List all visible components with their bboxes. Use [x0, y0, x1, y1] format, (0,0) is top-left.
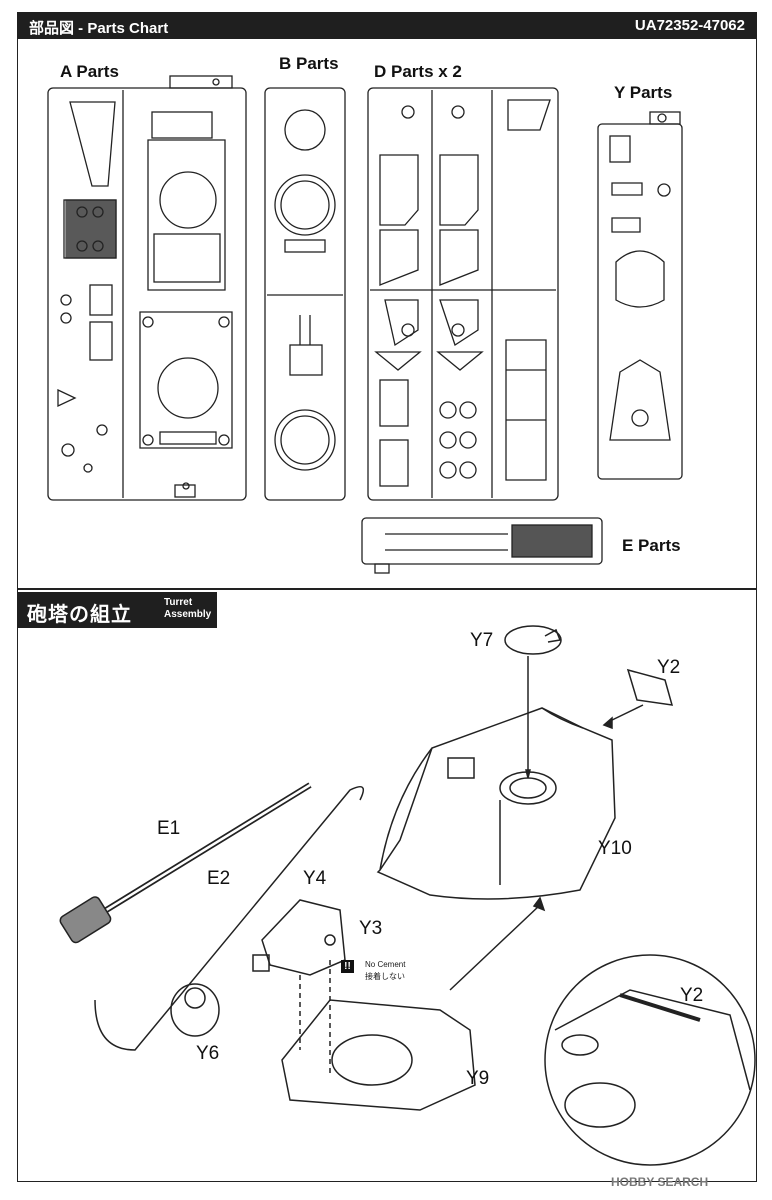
watermark: HOBBY SEARCH: [611, 1175, 709, 1189]
no-cement-text-jp: 接着しない: [365, 972, 405, 981]
product-code: UA72352-47062: [634, 17, 745, 34]
header-bar: 部品図 - Parts Chart UA72352-47062: [17, 12, 757, 39]
plug-y6: [170, 983, 220, 1037]
callout-y2-detail: Y2: [680, 985, 704, 1006]
no-cement-text-en: No Cement: [365, 960, 406, 969]
e-parts-label: E Parts: [622, 536, 681, 555]
callout-e2: E2: [207, 868, 231, 889]
y-parts-label: Y Parts: [614, 83, 673, 102]
callout-y3: Y3: [359, 918, 383, 939]
section-divider: [17, 588, 757, 590]
no-cement-icon: !!: [341, 960, 354, 973]
section-title-en: Turret Assembly: [164, 597, 211, 621]
section-title-en-line2: Assembly: [164, 609, 212, 620]
callout-y6: Y6: [196, 1043, 220, 1064]
callout-y9: Y9: [466, 1068, 490, 1089]
mantlet-y4: [261, 899, 346, 976]
d-parts-label: D Parts x 2: [374, 62, 462, 81]
callout-y7: Y7: [470, 630, 494, 651]
page-title: 部品図 - Parts Chart: [29, 20, 169, 37]
section-title-jp: 砲塔の組立: [27, 604, 132, 626]
sprue-y: [597, 111, 683, 480]
part-y2: [626, 668, 674, 706]
a-parts-label: A Parts: [60, 62, 119, 81]
sprue-e: [361, 517, 603, 574]
sprue-d: [367, 87, 559, 501]
detail-magnifier: [544, 954, 756, 1166]
sprue-b: [264, 87, 346, 501]
b-parts-label: B Parts: [279, 54, 339, 73]
callout-e1: E1: [157, 818, 181, 839]
base-y9: [281, 999, 476, 1111]
assembly-drawings: [59, 625, 756, 1166]
section-title-en-line1: Turret: [164, 597, 193, 608]
callout-y4: Y4: [303, 868, 327, 889]
callout-y2: Y2: [657, 657, 681, 678]
hatch-y7: [504, 625, 562, 655]
section-header: 砲塔の組立 Turret Assembly: [17, 592, 217, 628]
sprue-a-dark-block: [65, 199, 117, 259]
turret-body-y10: [376, 707, 616, 900]
callout-y10: Y10: [598, 838, 632, 859]
sprue-a: [47, 75, 247, 501]
